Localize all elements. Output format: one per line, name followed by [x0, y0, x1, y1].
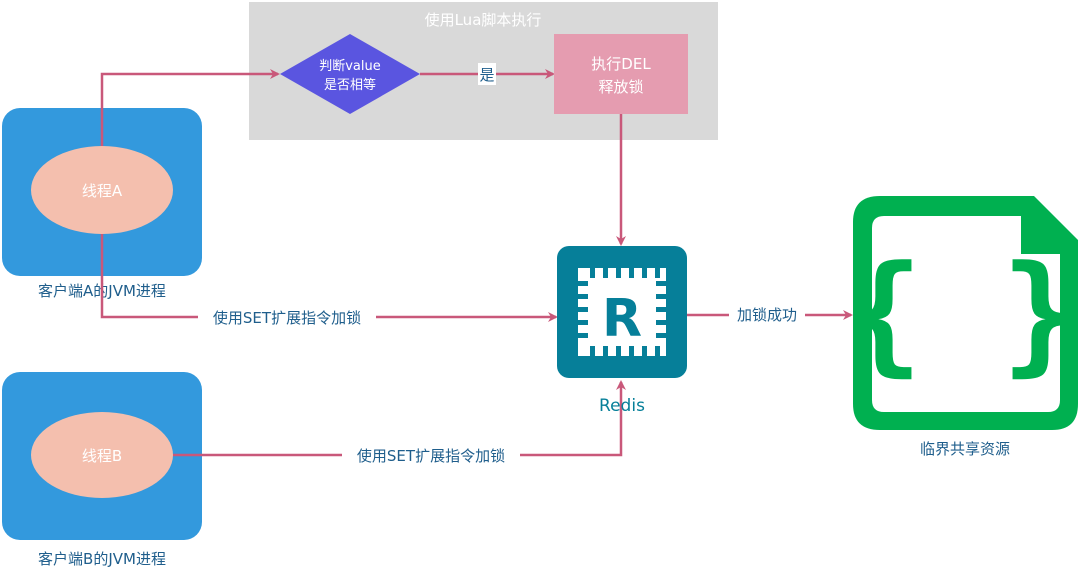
redis-caption: Redis [599, 396, 645, 416]
lua-group-title: 使用Lua脚本执行 [425, 11, 542, 29]
edge-a-label: 使用SET扩展指令加锁 [213, 309, 361, 327]
yes-label-bg [478, 63, 496, 85]
thread-a-ellipse[interactable] [31, 146, 173, 234]
decision-line2: 是否相等 [324, 77, 376, 93]
thread-b-label: 线程B [82, 447, 122, 465]
edge-b-label: 使用SET扩展指令加锁 [357, 447, 505, 465]
resource-caption: 临界共享资源 [920, 440, 1010, 458]
thread-a-label: 线程A [82, 182, 123, 200]
del-box-line2: 释放锁 [598, 78, 643, 96]
edge-success-label: 加锁成功 [737, 306, 797, 324]
client-b-caption: 客户端B的JVM进程 [38, 550, 166, 568]
edge-thread-a-to-redis [100, 234, 558, 322]
yes-label: 是 [479, 66, 494, 84]
edge-b-label-bg [342, 444, 520, 466]
thread-b-ellipse[interactable] [31, 412, 173, 498]
del-release-lock-box[interactable] [554, 34, 688, 114]
decision-diamond[interactable] [280, 34, 420, 114]
decision-line1: 判断value [319, 59, 381, 74]
redis-icon[interactable]: R [557, 246, 687, 378]
edge-a-label-bg [198, 306, 376, 328]
edge-success-label-bg [729, 303, 805, 325]
del-box-line1: 执行DEL [591, 55, 651, 73]
edge-thread-b-to-redis [173, 380, 626, 457]
edge-thread-a-to-decision [100, 69, 280, 146]
redis-letter: R [602, 289, 642, 349]
curly-braces-glyph: { } [845, 237, 1080, 389]
shared-resource-icon[interactable]: { } [845, 196, 1080, 430]
